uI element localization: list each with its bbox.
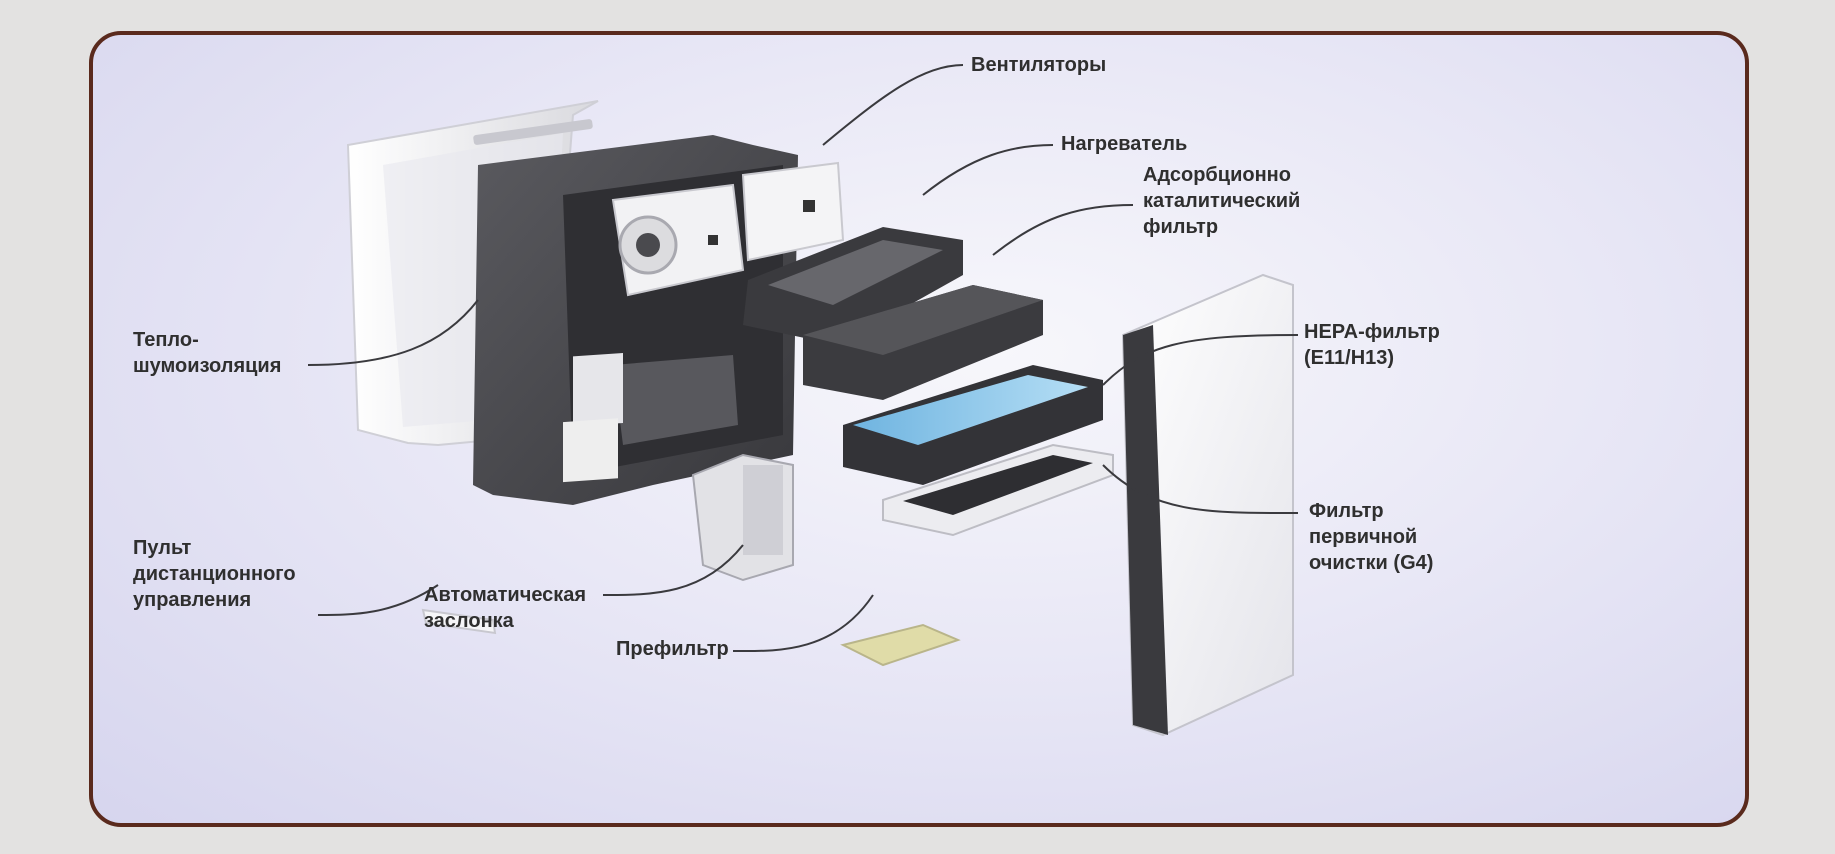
prefilter-mesh: [840, 623, 961, 667]
leader-lines: [307, 64, 1299, 653]
remote-control: [421, 608, 497, 635]
front-panel: [1121, 273, 1294, 737]
label-damper: Автоматическая заслонка: [424, 584, 587, 632]
hepa-filter-block: [843, 365, 1103, 485]
fans: [611, 161, 845, 297]
diagram-frame: Вентиляторы Нагреватель Адсорбционно кат…: [89, 31, 1749, 827]
label-prefilter: Префильтр: [616, 638, 729, 660]
label-adsorption-filter: Адсорбционно каталитический фильтр: [1143, 164, 1301, 238]
label-insulation: Тепло- шумоизоляция: [133, 329, 282, 377]
label-hepa-filter: HEPA-фильтр (E11/H13): [1304, 321, 1440, 369]
label-primary-filter: Фильтр первичной очистки (G4): [1309, 500, 1434, 574]
automatic-damper: [691, 453, 794, 582]
label-fans: Вентиляторы: [971, 54, 1107, 76]
adsorption-filter: [803, 285, 1043, 400]
label-remote: Пульт дистанционного управления: [133, 537, 296, 611]
heater: [743, 227, 963, 345]
exploded-view-illustration: [307, 64, 1299, 737]
label-heater: Нагреватель: [1061, 133, 1188, 155]
